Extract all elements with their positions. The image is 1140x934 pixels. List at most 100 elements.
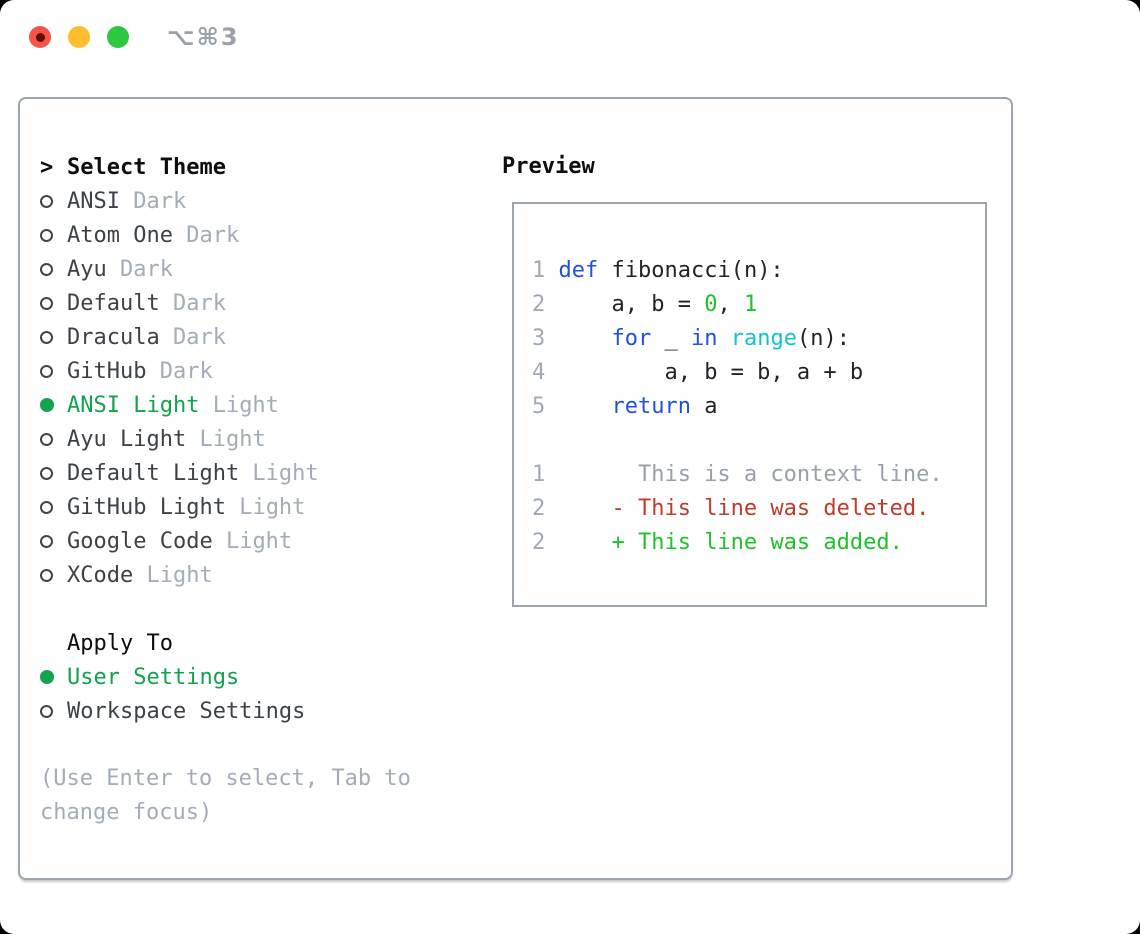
code-segment: 1	[743, 292, 758, 317]
code-segment: for	[611, 326, 652, 351]
zoom-button[interactable]	[107, 26, 129, 48]
line-number: 1	[532, 258, 546, 283]
code-line: 5 return a	[532, 390, 985, 424]
theme-variant: Light	[199, 392, 279, 418]
theme-variant: Light	[186, 426, 266, 452]
theme-variant: Light	[212, 528, 293, 554]
code-segment: a, b =	[545, 292, 705, 317]
line-number: 3	[532, 326, 546, 351]
line-number: 1	[532, 462, 546, 487]
apply-to-title: Apply To	[67, 630, 173, 656]
radio-unselected-icon	[40, 364, 53, 378]
radio-selected-icon	[40, 398, 54, 412]
theme-variant: Dark	[172, 222, 240, 248]
code-line: 1 def fibonacci(n):	[532, 254, 985, 288]
theme-variant: Light	[133, 562, 213, 588]
theme-name: Default	[67, 290, 160, 316]
apply-option-label: Workspace Settings	[67, 698, 306, 724]
minimize-button[interactable]	[68, 26, 90, 48]
code-segment: in	[690, 326, 718, 351]
radio-unselected-icon	[40, 262, 53, 276]
apply-option-user-settings[interactable]: User Settings	[40, 660, 480, 694]
line-number: 2	[532, 496, 546, 521]
apply-option-workspace-settings[interactable]: Workspace Settings	[40, 694, 480, 728]
code-segment	[545, 326, 611, 351]
code-segment: _	[651, 326, 691, 351]
code-line: 2 a, b = 0, 1	[532, 288, 985, 322]
code-segment	[545, 258, 558, 283]
spacer	[40, 592, 480, 626]
theme-option-ansi[interactable]: ANSI Dark	[40, 184, 480, 218]
code-segment: return	[611, 394, 691, 419]
line-number: 4	[532, 360, 546, 385]
radio-unselected-icon	[40, 500, 53, 514]
code-segment: a, b = b, a + b	[545, 360, 864, 385]
theme-option-ayu-light[interactable]: Ayu Light Light	[40, 422, 480, 456]
radio-unselected-icon	[40, 466, 53, 480]
unsaved-dot-icon	[35, 32, 45, 42]
theme-name: ANSI	[67, 188, 120, 214]
theme-option-ayu[interactable]: Ayu Dark	[40, 252, 480, 286]
theme-name: GitHub Light	[67, 494, 226, 520]
code-line: 4 a, b = b, a + b	[532, 356, 985, 390]
code-line: 3 for _ in range(n):	[532, 322, 985, 356]
theme-name: Ayu	[67, 256, 107, 282]
code-segment: a	[690, 394, 718, 419]
theme-name: ANSI Light	[67, 392, 200, 418]
titlebar: ⌥⌘3	[0, 0, 1140, 74]
theme-variant: Dark	[106, 256, 173, 282]
prompt-icon: >	[40, 154, 54, 180]
radio-unselected-icon	[40, 228, 53, 242]
window-title: ⌥⌘3	[167, 23, 240, 51]
select-theme-header: > Select Theme	[40, 150, 480, 184]
radio-unselected-icon	[40, 534, 53, 548]
code-segment: range	[730, 326, 797, 351]
theme-variant: Dark	[159, 290, 226, 316]
code-segment: (n):	[796, 326, 850, 351]
theme-option-github-light[interactable]: GitHub Light Light	[40, 490, 480, 524]
theme-option-ansi-light[interactable]: ANSI Light Light	[40, 388, 480, 422]
theme-name: Dracula	[67, 324, 160, 350]
radio-unselected-icon	[40, 296, 53, 310]
radio-unselected-icon	[40, 704, 53, 718]
apply-to-header: Apply To	[40, 626, 480, 660]
theme-variant: Light	[239, 460, 319, 486]
theme-name: Default Light	[67, 460, 240, 486]
radio-unselected-icon	[40, 432, 53, 446]
theme-option-default[interactable]: Default Dark	[40, 286, 480, 320]
code-segment	[545, 394, 611, 419]
code-line: 2 + This line was added.	[532, 526, 985, 560]
code-segment: This is a context line.	[545, 462, 943, 487]
theme-variant: Dark	[159, 324, 226, 350]
theme-option-dracula[interactable]: Dracula Dark	[40, 320, 480, 354]
line-number: 2	[532, 292, 546, 317]
code-line: 1 This is a context line.	[532, 458, 985, 492]
close-button[interactable]	[29, 26, 51, 48]
theme-option-default-light[interactable]: Default Light Light	[40, 456, 480, 490]
line-number: 2	[532, 530, 546, 555]
theme-option-xcode[interactable]: XCode Light	[40, 558, 480, 592]
radio-unselected-icon	[40, 194, 53, 208]
radio-selected-icon	[40, 670, 54, 684]
theme-option-google-code[interactable]: Google Code Light	[40, 524, 480, 558]
radio-unselected-icon	[40, 568, 53, 582]
blank-line	[532, 424, 985, 458]
code-segment	[717, 326, 730, 351]
theme-variant: Light	[225, 494, 306, 520]
code-segment: + This line was added.	[545, 530, 903, 555]
code-segment: fibonacci(n):	[598, 258, 784, 283]
code-segment: ,	[717, 292, 744, 317]
apply-option-label: User Settings	[67, 664, 240, 690]
theme-name: Google Code	[67, 528, 213, 554]
code-line: 2 - This line was deleted.	[532, 492, 985, 526]
spacer	[40, 728, 480, 762]
theme-option-github[interactable]: GitHub Dark	[40, 354, 480, 388]
code-segment: def	[558, 258, 599, 283]
theme-name: Ayu Light	[67, 426, 187, 452]
theme-option-atom-one[interactable]: Atom One Dark	[40, 218, 480, 252]
radio-unselected-icon	[40, 330, 53, 344]
theme-name: XCode	[67, 562, 134, 588]
